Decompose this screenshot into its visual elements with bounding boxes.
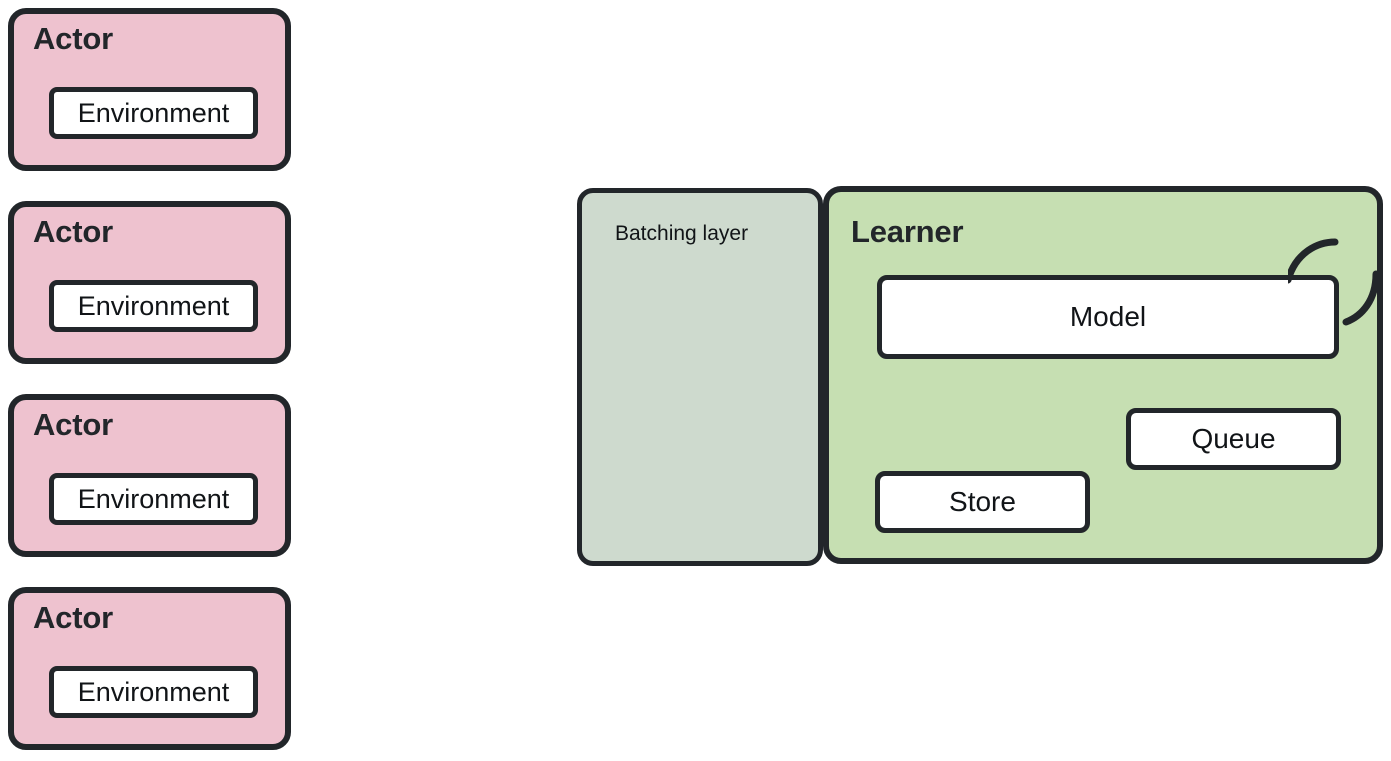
environment-label: Environment [77, 483, 230, 514]
store-box[interactable]: Store [875, 471, 1090, 533]
store-label: Store [949, 486, 1016, 517]
actor-box-4[interactable]: Actor Environment [8, 587, 291, 750]
environment-label: Environment [77, 676, 230, 707]
batching-layer-panel[interactable]: Batching layer [577, 188, 823, 566]
actor-box-3[interactable]: Actor Environment [8, 394, 291, 557]
queue-box[interactable]: Queue [1126, 408, 1341, 470]
environment-box[interactable]: Environment [49, 666, 258, 718]
learner-panel[interactable]: Learner Model Queue Store [823, 186, 1383, 564]
actor-title: Actor [33, 214, 113, 249]
actor-title: Actor [33, 600, 113, 635]
environment-box[interactable]: Environment [49, 473, 258, 525]
environment-box[interactable]: Environment [49, 87, 258, 139]
actor-title: Actor [33, 407, 113, 442]
actor-box-2[interactable]: Actor Environment [8, 201, 291, 364]
actor-box-1[interactable]: Actor Environment [8, 8, 291, 171]
environment-label: Environment [77, 97, 230, 128]
learner-title: Learner [851, 214, 964, 249]
queue-label: Queue [1191, 423, 1276, 454]
batching-layer-label: Batching layer [615, 222, 749, 245]
environment-label: Environment [77, 290, 230, 321]
environment-box[interactable]: Environment [49, 280, 258, 332]
actor-title: Actor [33, 21, 113, 56]
model-label: Model [1069, 301, 1147, 332]
model-box[interactable]: Model [877, 275, 1339, 359]
